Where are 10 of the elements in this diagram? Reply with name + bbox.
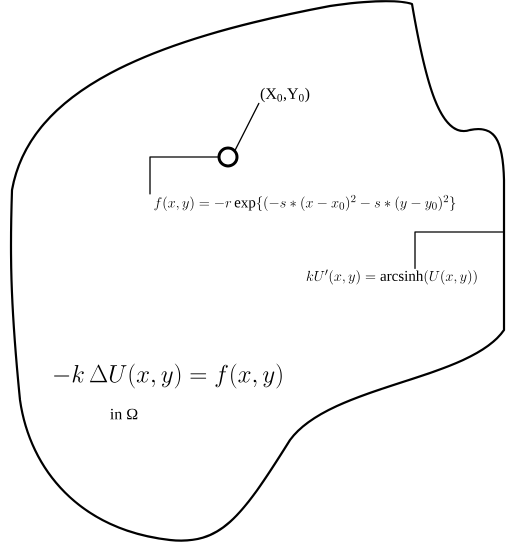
formula: $f(x,y)=-r\exp\{(-s*(x-x_0)^2-s*(y-y_0)^2\}$	[154, 194, 456, 211]
formula: $kU'(x,y)=\mathrm{arcsinh}(U(x,y))$	[306, 270, 477, 284]
equation: $-k\,\Delta U(x,y)=f(x,y)$	[54, 364, 282, 388]
leader-line	[234, 102, 260, 150]
leader-line	[414, 231, 505, 269]
leader-line	[149, 156, 218, 195]
point-label: (X$_{0}$,Y$_{0}$)	[260, 88, 310, 102]
domain-outline	[10, 0, 506, 542]
domain-label: in Ω	[110, 408, 138, 420]
point-circle	[218, 146, 238, 168]
